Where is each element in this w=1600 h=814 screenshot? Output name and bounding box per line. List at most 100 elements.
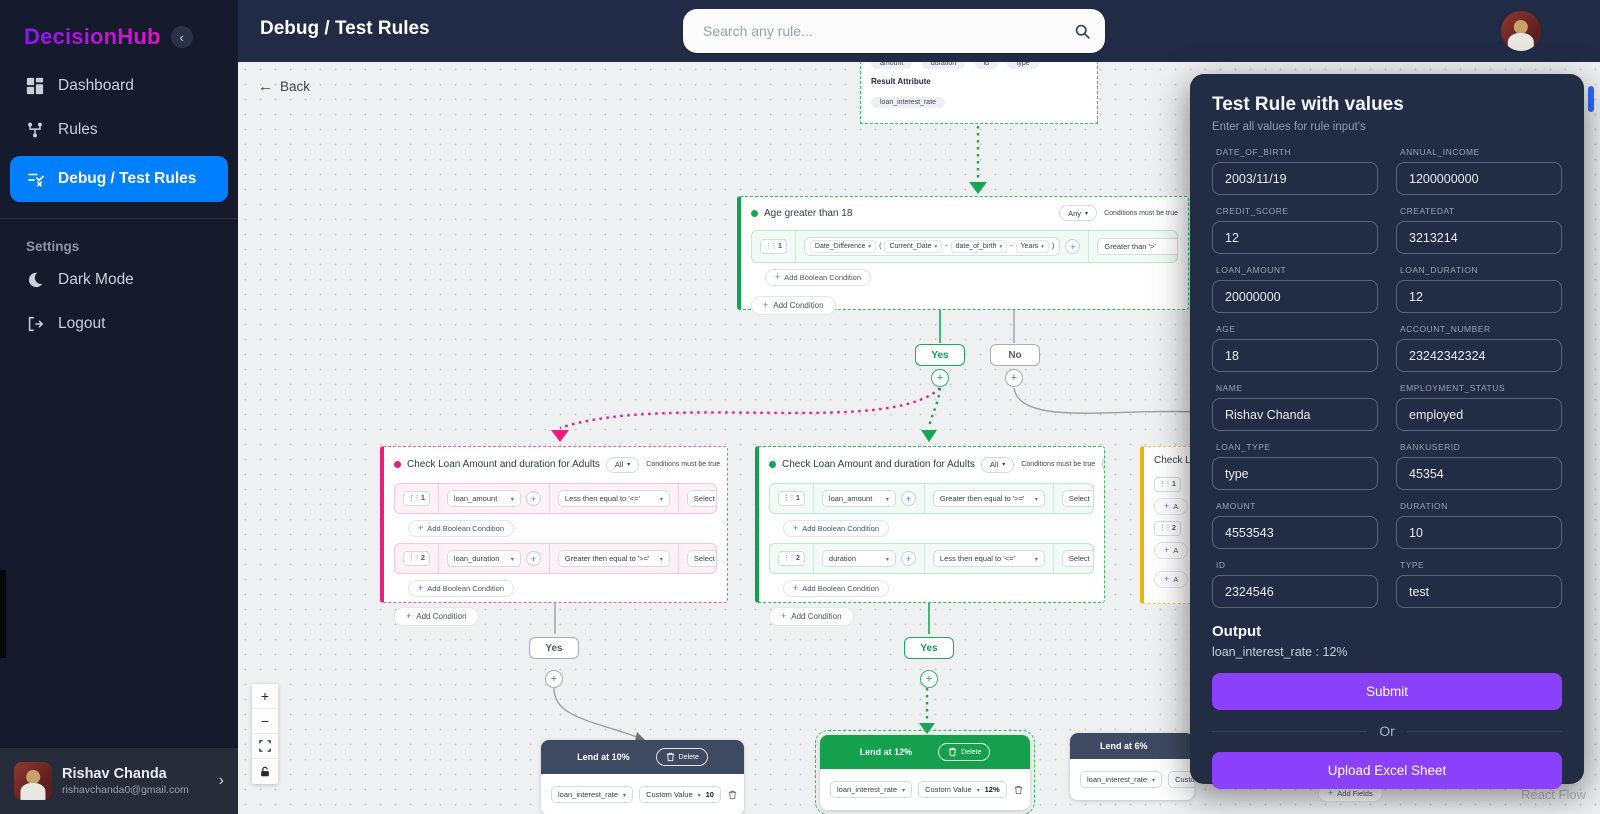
search-bar[interactable] bbox=[683, 9, 1105, 53]
arg-select[interactable]: date_of_birth bbox=[950, 240, 1008, 253]
attribute-select[interactable]: loan_duration bbox=[446, 550, 521, 567]
add-expression-button[interactable]: + bbox=[900, 551, 916, 566]
trash-icon[interactable] bbox=[1013, 784, 1024, 796]
zoom-out-button[interactable]: − bbox=[252, 709, 278, 734]
drag-handle[interactable]: 2 bbox=[1154, 521, 1181, 536]
drag-handle[interactable]: 2 bbox=[403, 551, 430, 566]
field-input-amount[interactable] bbox=[1212, 516, 1378, 549]
comparator-select[interactable]: Greater then equal to '>=' bbox=[557, 550, 670, 567]
sidebar-item-rules[interactable]: Rules bbox=[0, 108, 238, 152]
comparator-select[interactable]: Greater than '>' bbox=[1097, 238, 1177, 255]
field-input-bankuserid[interactable] bbox=[1396, 457, 1562, 490]
lock-button[interactable] bbox=[252, 759, 278, 784]
output-node-lend-10[interactable]: Lend at 10% Delete loan_interest_rate Cu… bbox=[541, 740, 744, 814]
field-input-employment-status[interactable] bbox=[1396, 398, 1562, 431]
zoom-in-button[interactable]: + bbox=[252, 684, 278, 709]
add-boolean-condition-button[interactable]: Add Boolean Condition bbox=[783, 520, 889, 537]
custom-value-select[interactable]: Custom Value bbox=[1168, 771, 1194, 788]
field-input-type[interactable] bbox=[1396, 575, 1562, 608]
custom-value-select[interactable]: Custom Value10 bbox=[639, 786, 721, 803]
condition-node-age[interactable]: Age greater than 18 Any▾ Conditions must… bbox=[737, 196, 1189, 315]
sidebar-item-debug-test-rules[interactable]: Debug / Test Rules bbox=[10, 156, 228, 202]
arg-select[interactable]: Current_Date bbox=[884, 240, 943, 253]
field-input-loan-duration[interactable] bbox=[1396, 280, 1562, 313]
add-condition-button[interactable]: Add Condition bbox=[751, 296, 836, 315]
sidebar-item-dark-mode[interactable]: Dark Mode bbox=[0, 258, 238, 302]
custom-value-select[interactable]: Custom Value12% bbox=[918, 781, 1007, 798]
match-type-select[interactable]: All▾ bbox=[980, 456, 1015, 473]
output-node-lend-12[interactable]: Lend at 12% Delete loan_interest_rate Cu… bbox=[815, 730, 1035, 814]
add-expression-button[interactable]: + bbox=[525, 491, 541, 506]
comparator-select[interactable]: Greater then equal to '>=' bbox=[932, 490, 1045, 507]
condition-node-adults-green[interactable]: Check Loan Amount and duration for Adult… bbox=[755, 446, 1105, 626]
result-attribute-select[interactable]: loan_interest_rate bbox=[830, 781, 913, 798]
branch-node-yes[interactable]: Yes bbox=[529, 637, 579, 659]
function-select[interactable]: Date_Difference bbox=[809, 240, 877, 253]
match-type-select[interactable]: All▾ bbox=[605, 456, 640, 473]
submit-button[interactable]: Submit bbox=[1212, 673, 1562, 710]
add-boolean-condition-button[interactable]: Add Boolean Condition bbox=[765, 269, 871, 286]
result-attribute-select[interactable]: loan_interest_rate bbox=[551, 786, 634, 803]
add-expression-button[interactable]: + bbox=[900, 491, 916, 506]
field-input-duration[interactable] bbox=[1396, 516, 1562, 549]
react-flow-attribution[interactable]: React Flow bbox=[1520, 787, 1586, 802]
search-input[interactable] bbox=[703, 23, 1074, 39]
delete-node-button[interactable]: Delete bbox=[1102, 455, 1104, 474]
comparator-select[interactable]: Less then equal to '<=' bbox=[557, 490, 670, 507]
add-condition-button[interactable]: Add Condition bbox=[769, 607, 854, 626]
add-condition-button[interactable]: Add Condition bbox=[394, 607, 479, 626]
upload-excel-button[interactable]: Upload Excel Sheet bbox=[1212, 752, 1562, 789]
fit-view-button[interactable] bbox=[252, 734, 278, 759]
value-select[interactable]: Select2000000 bbox=[686, 490, 716, 507]
add-boolean-condition-button[interactable]: A bbox=[1154, 542, 1189, 559]
back-button[interactable]: ← Back bbox=[258, 78, 310, 95]
sidebar-item-logout[interactable]: Logout bbox=[0, 302, 238, 346]
header-avatar[interactable] bbox=[1501, 11, 1541, 51]
field-input-id[interactable] bbox=[1212, 575, 1378, 608]
drag-handle[interactable]: 1 bbox=[1154, 477, 1181, 492]
add-node-button[interactable]: + bbox=[920, 670, 938, 688]
field-input-loan-type[interactable] bbox=[1212, 457, 1378, 490]
attribute-node[interactable]: amount duration id type Result Attribute… bbox=[860, 62, 1098, 124]
attribute-select[interactable]: loan_amount bbox=[821, 490, 896, 507]
add-condition-button[interactable]: A bbox=[1154, 571, 1189, 588]
chevron-right-icon[interactable]: › bbox=[218, 772, 224, 789]
attribute-select[interactable]: loan_amount bbox=[446, 490, 521, 507]
match-type-select[interactable]: Any▾ bbox=[1059, 205, 1098, 221]
drag-handle[interactable]: 1 bbox=[760, 239, 787, 254]
add-node-button[interactable]: + bbox=[545, 670, 563, 688]
output-node-lend-6[interactable]: Lend at 6% loan_interest_rate Custom Val… bbox=[1070, 733, 1194, 800]
field-input-annual-income[interactable] bbox=[1396, 162, 1562, 195]
add-node-button[interactable]: + bbox=[1005, 369, 1023, 387]
add-boolean-condition-button[interactable]: Add Boolean Condition bbox=[408, 520, 514, 537]
sidebar-collapse-button[interactable]: ‹ bbox=[170, 26, 193, 48]
field-input-loan-amount[interactable] bbox=[1212, 280, 1378, 313]
delete-node-button[interactable]: Delete bbox=[938, 743, 991, 761]
field-input-age[interactable] bbox=[1212, 339, 1378, 372]
add-node-button[interactable]: + bbox=[931, 369, 949, 387]
drag-handle[interactable]: 2 bbox=[778, 551, 805, 566]
add-expression-button[interactable]: + bbox=[1065, 239, 1081, 254]
comparator-select[interactable]: Less then equal to '<=' bbox=[932, 550, 1045, 567]
delete-node-button[interactable]: Delete bbox=[655, 748, 708, 766]
condition-node-adults-pink[interactable]: Check Loan Amount and duration for Adult… bbox=[380, 446, 728, 626]
search-icon[interactable] bbox=[1074, 23, 1091, 40]
add-expression-button[interactable]: + bbox=[525, 551, 541, 566]
user-card[interactable]: Rishav Chanda rishavchanda0@gmail.com › bbox=[0, 748, 238, 814]
attribute-select[interactable]: duration bbox=[821, 550, 896, 567]
branch-node-yes[interactable]: Yes bbox=[904, 637, 954, 659]
trash-icon[interactable] bbox=[727, 789, 738, 801]
field-input-date-of-birth[interactable] bbox=[1212, 162, 1378, 195]
field-input-name[interactable] bbox=[1212, 398, 1378, 431]
branch-node-yes[interactable]: Yes bbox=[915, 344, 965, 366]
value-select[interactable]: Select10 bbox=[1061, 550, 1093, 567]
branch-node-no[interactable]: No bbox=[990, 344, 1040, 366]
result-attribute-select[interactable]: loan_interest_rate bbox=[1080, 771, 1163, 788]
add-boolean-condition-button[interactable]: Add Boolean Condition bbox=[408, 580, 514, 597]
field-input-createdat[interactable] bbox=[1396, 221, 1562, 254]
add-boolean-condition-button[interactable]: A bbox=[1154, 498, 1189, 515]
value-select[interactable]: Select20 bbox=[686, 550, 716, 567]
drag-handle[interactable]: 1 bbox=[778, 491, 805, 506]
field-input-account-number[interactable] bbox=[1396, 339, 1562, 372]
add-boolean-condition-button[interactable]: Add Boolean Condition bbox=[783, 580, 889, 597]
